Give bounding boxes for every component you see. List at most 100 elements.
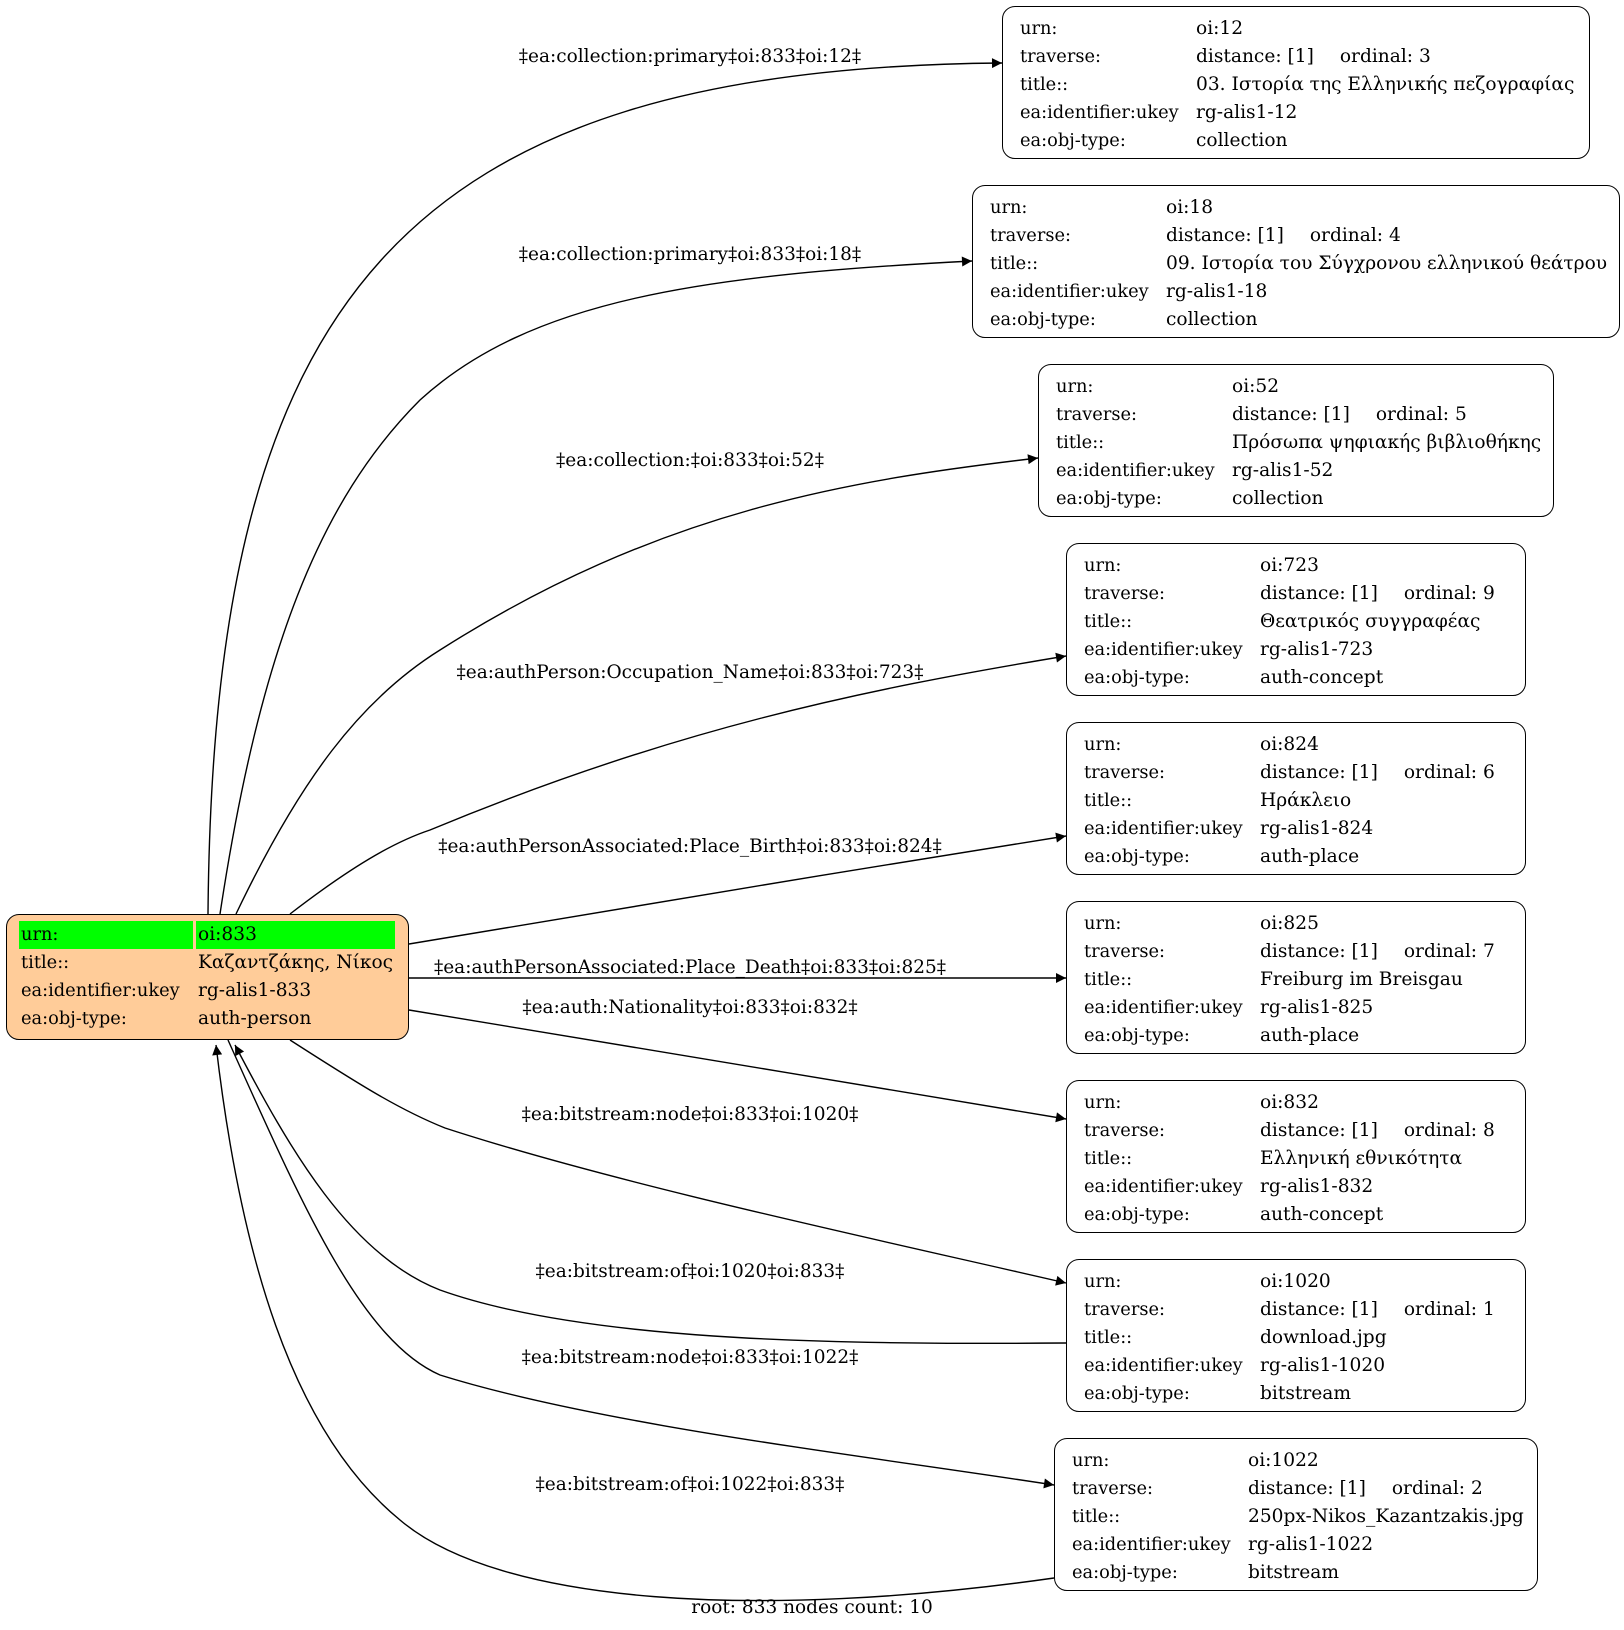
field-key: traverse: (1084, 941, 1165, 962)
field-key: title:: (1056, 432, 1105, 453)
field-value: distance: [1]ordinal: 2 (1246, 1475, 1526, 1503)
ordinal: ordinal: 6 (1403, 762, 1495, 783)
edge-label: ‡ea:authPerson:Occupation_Name‡oi:833‡oi… (457, 662, 924, 683)
field-value: oi:12 (1196, 18, 1244, 39)
node-record: urn: oi:52 traverse: distance: [1]ordinal:… (1054, 373, 1543, 513)
node-record: urn:oi:824 traverse:distance: [1]ordinal… (1082, 731, 1497, 871)
edge-e1022n (227, 1039, 1055, 1489)
field-key: ea:obj-type: (1084, 1383, 1190, 1404)
edge-e52 (235, 454, 1039, 915)
edge-label: ‡ea:authPersonAssociated:Place_Death‡oi:… (434, 957, 946, 978)
field-value: oi:833 (196, 921, 396, 949)
field-value: Ηράκλειο (1260, 790, 1352, 811)
field-key: title:: (1084, 1148, 1133, 1169)
node-record: urn: oi:1020 traverse: distance: [1] ordina… (1082, 1268, 1497, 1408)
root-node[interactable]: urn: oi:833 title:: Καζαντζάκης, Νίκος e… (6, 914, 409, 1040)
node-oi-1022[interactable]: urn:oi:1022 traverse:distance: [1]ordina… (1054, 1438, 1538, 1591)
field-key: urn: (990, 197, 1028, 218)
field-key: urn: (1056, 376, 1094, 397)
distance: distance: [1] (1260, 1299, 1378, 1320)
field-key: ea:identifier:ukey (19, 977, 196, 1005)
field-value: rg-alis1-1022 (1248, 1534, 1374, 1555)
field-key: traverse: (1084, 1299, 1165, 1320)
field-key: traverse: (1056, 404, 1137, 425)
field-key: title:: (19, 949, 196, 977)
field-value: auth-concept (1260, 1204, 1384, 1225)
edge-e723 (289, 652, 1067, 915)
edge-e1022o (212, 1044, 1055, 1602)
field-key: ea:obj-type: (1084, 846, 1190, 867)
field-key: title:: (1084, 790, 1133, 811)
edge-label: ‡ea:collection:primary‡oi:833‡oi:18‡ (519, 244, 861, 265)
field-key: urn: (1084, 1092, 1122, 1113)
distance: distance: [1] (1260, 1120, 1378, 1141)
node-oi-12[interactable]: urn:oi:12 traverse:distance: [1]ordinal:… (1002, 6, 1590, 159)
field-key: traverse: (1084, 583, 1165, 604)
field-key: ea:obj-type: (1084, 1204, 1190, 1225)
field-value: oi:52 (1232, 376, 1280, 397)
root-title-row: title:: Καζαντζάκης, Νίκος (19, 949, 395, 977)
node-record: urn:oi:723 traverse:distance: [1]ordinal… (1082, 552, 1497, 692)
field-value: bitstream (1260, 1383, 1351, 1404)
field-value: distance: [1]ordinal: 8 (1258, 1117, 1497, 1145)
field-key: urn: (1084, 913, 1122, 934)
edge-label: ‡ea:collection:primary‡oi:833‡oi:12‡ (519, 46, 861, 67)
distance: distance: [1] (1248, 1478, 1366, 1499)
field-value: distance: [1]ordinal: 5 (1230, 401, 1543, 429)
node-oi-1020[interactable]: urn: oi:1020 traverse: distance: [1] ordina… (1066, 1259, 1526, 1412)
field-value: distance: [1] ordinal: 7 (1258, 938, 1497, 966)
ordinal: ordinal: 4 (1309, 225, 1401, 246)
field-key: urn: (1084, 1271, 1122, 1292)
field-key: ea:identifier:ukey (1084, 1176, 1243, 1197)
field-key: urn: (19, 921, 196, 949)
field-value: Freiburg im Breisgau (1260, 969, 1463, 990)
field-value: oi:1020 (1260, 1271, 1331, 1292)
field-key: ea:identifier:ukey (1056, 460, 1215, 481)
field-key: traverse: (1072, 1478, 1153, 1499)
node-oi-824[interactable]: urn:oi:824 traverse:distance: [1]ordinal… (1066, 722, 1526, 875)
distance: distance: [1] (1260, 583, 1378, 604)
ordinal: ordinal: 1 (1403, 1299, 1495, 1320)
field-value: auth-place (1260, 1025, 1360, 1046)
ordinal: ordinal: 3 (1339, 46, 1431, 67)
field-key: ea:obj-type: (1084, 1025, 1190, 1046)
node-oi-723[interactable]: urn:oi:723 traverse:distance: [1]ordinal… (1066, 543, 1526, 696)
edge-label: ‡ea:bitstream:node‡oi:833‡oi:1020‡ (522, 1104, 859, 1125)
field-key: title:: (1084, 969, 1133, 990)
field-value: rg-alis1-833 (198, 980, 312, 1001)
field-key: ea:obj-type: (1056, 488, 1162, 509)
field-value: collection (1196, 130, 1288, 151)
field-key: ea:identifier:ukey (1072, 1534, 1231, 1555)
ordinal: ordinal: 7 (1403, 941, 1495, 962)
field-key: ea:obj-type: (1084, 667, 1190, 688)
root-ukey-row: ea:identifier:ukey rg-alis1-833 (19, 977, 395, 1005)
field-value: bitstream (1248, 1562, 1339, 1583)
edge-e18 (219, 256, 973, 915)
edge-label: ‡ea:bitstream:of‡oi:1022‡oi:833‡ (536, 1474, 845, 1495)
node-oi-832[interactable]: urn:oi:832 traverse:distance: [1]ordinal… (1066, 1080, 1526, 1233)
field-key: title:: (1084, 611, 1133, 632)
field-value: rg-alis1-18 (1166, 281, 1268, 302)
node-record: urn:oi:832 traverse:distance: [1]ordinal… (1082, 1089, 1497, 1229)
edge-e12 (207, 58, 1003, 915)
field-key: urn: (1084, 555, 1122, 576)
field-value: rg-alis1-824 (1260, 818, 1374, 839)
field-value: Θεατρικός συγγραφέας (1260, 611, 1481, 632)
field-value: distance: [1]ordinal: 6 (1258, 759, 1497, 787)
field-value: auth-concept (1260, 667, 1384, 688)
distance: distance: [1] (1166, 225, 1284, 246)
field-key: urn: (1084, 734, 1122, 755)
field-key: ea:obj-type: (1020, 130, 1126, 151)
distance: distance: [1] (1260, 941, 1378, 962)
node-oi-52[interactable]: urn: oi:52 traverse: distance: [1]ordinal:… (1038, 364, 1554, 517)
edge-label: ‡ea:bitstream:of‡oi:1020‡oi:833‡ (536, 1261, 845, 1282)
field-value: distance: [1]ordinal: 9 (1258, 580, 1497, 608)
field-value: distance: [1] ordinal: 1 (1258, 1296, 1497, 1324)
graph-caption: root: 833 nodes count: 10 (691, 1597, 933, 1618)
field-value: collection (1232, 488, 1324, 509)
field-value: oi:825 (1260, 913, 1319, 934)
node-oi-825[interactable]: urn: oi:825 traverse: distance: [1] ordinal… (1066, 901, 1526, 1054)
node-oi-18[interactable]: urn:oi:18 traverse:distance: [1]ordinal:… (972, 185, 1620, 338)
edge-label: ‡ea:collection:‡oi:833‡oi:52‡ (556, 450, 824, 471)
field-value: rg-alis1-52 (1232, 460, 1334, 481)
